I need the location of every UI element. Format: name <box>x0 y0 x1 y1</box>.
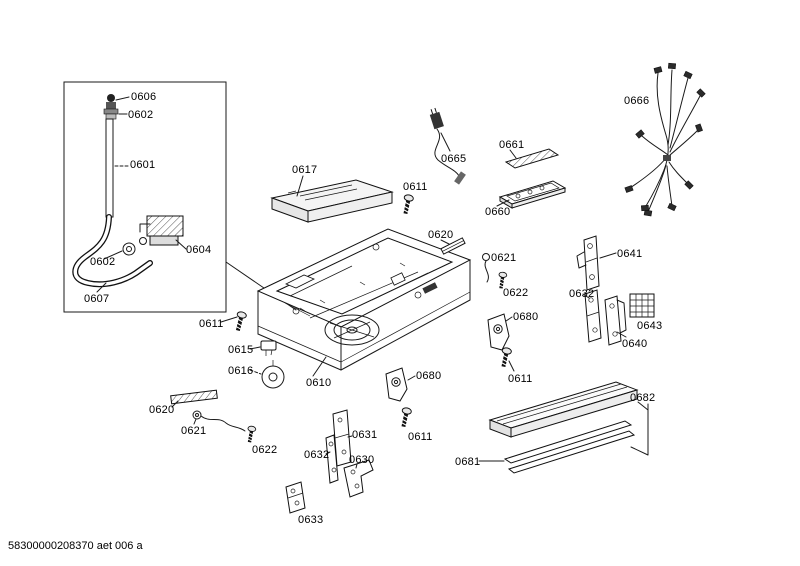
screw-0611-top <box>398 192 416 217</box>
part-label-0665: 0665 <box>441 153 467 165</box>
part-label-0641: 0641 <box>617 248 643 260</box>
part-label-0602-b: 0602 <box>90 256 116 268</box>
part-label-0604: 0604 <box>186 244 212 256</box>
part-label-0606: 0606 <box>131 91 157 103</box>
part-label-0611-c: 0611 <box>199 318 224 330</box>
hose-ring-0602 <box>122 242 136 256</box>
screw-0622-bottom <box>243 423 258 445</box>
base-frame-0610 <box>256 228 472 371</box>
pin-0620-top <box>440 237 466 255</box>
bracket-0661 <box>504 148 560 169</box>
disc-0616 <box>261 360 285 389</box>
part-label-0620-a: 0620 <box>428 229 454 241</box>
part-label-0611-b: 0611 <box>508 373 533 385</box>
screw-0611-bottom <box>396 405 414 430</box>
kick-panel-0682 <box>488 381 639 438</box>
clip-0615 <box>260 340 277 356</box>
wiring-harness-0666 <box>624 62 706 217</box>
part-label-0632-b: 0632 <box>304 449 330 461</box>
terminal-block-0643 <box>629 293 655 318</box>
bracket-0632-right <box>584 289 602 343</box>
bracket-0633 <box>285 481 306 514</box>
part-label-0607: 0607 <box>84 293 110 305</box>
trim-strips-0681 <box>503 420 636 474</box>
part-label-0616: 0616 <box>228 365 254 377</box>
power-cord-0665 <box>429 107 466 185</box>
part-label-0682: 0682 <box>630 392 656 404</box>
part-label-0666: 0666 <box>624 95 650 107</box>
harness-tie <box>663 155 671 161</box>
part-label-0661: 0661 <box>499 139 525 151</box>
cover-plate-0660 <box>498 180 567 209</box>
part-label-0660: 0660 <box>485 206 511 218</box>
bracket-0632-bottom <box>325 434 339 484</box>
part-label-0620-b: 0620 <box>149 404 175 416</box>
part-label-0631: 0631 <box>352 429 378 441</box>
part-label-0643: 0643 <box>637 320 663 332</box>
inlet-hose-0601 <box>105 118 114 218</box>
drain-hose-0607 <box>72 214 153 288</box>
inset-box <box>63 81 227 313</box>
bracket-0630 <box>343 459 374 498</box>
part-label-0601: 0601 <box>130 159 156 171</box>
part-label-0621-b: 0621 <box>181 425 207 437</box>
inlet-assembly-inset <box>63 81 227 313</box>
part-label-0633: 0633 <box>298 514 324 526</box>
part-label-0611-a: 0611 <box>403 181 428 193</box>
part-label-0640: 0640 <box>622 338 648 350</box>
bracket-0640 <box>604 295 627 346</box>
part-label-0680-b: 0680 <box>416 370 442 382</box>
pump-unit-0604 <box>139 215 184 246</box>
control-module-0617 <box>270 179 394 223</box>
hinge-0680-right <box>487 313 510 351</box>
part-label-0680-a: 0680 <box>513 311 539 323</box>
leader-lines <box>96 96 649 469</box>
part-label-0621-a: 0621 <box>491 252 517 264</box>
part-label-0681: 0681 <box>455 456 481 468</box>
hinge-0680-center <box>385 367 408 402</box>
part-label-0610: 0610 <box>306 377 332 389</box>
screw-0611-left <box>231 308 249 334</box>
strip-0620-bottom <box>170 389 218 405</box>
part-label-0611-d: 0611 <box>408 431 433 443</box>
water-valve-0606 <box>106 94 116 109</box>
part-label-0617: 0617 <box>292 164 318 176</box>
hose-nut-0602 <box>103 108 119 120</box>
frame-clip <box>422 282 438 294</box>
part-label-0602-a: 0602 <box>128 109 154 121</box>
part-label-0630: 0630 <box>349 454 375 466</box>
cable-0621-bottom <box>192 410 246 432</box>
part-label-0622-b: 0622 <box>252 444 278 456</box>
part-label-0632-a: 0632 <box>569 288 595 300</box>
part-label-0615: 0615 <box>228 344 254 356</box>
bracket-0631 <box>332 409 352 467</box>
cable-0621-top <box>482 253 490 283</box>
document-code: 58300000208370 aet 006 a <box>8 540 143 552</box>
part-label-0622-a: 0622 <box>503 287 529 299</box>
bracket-0641 <box>576 235 600 291</box>
